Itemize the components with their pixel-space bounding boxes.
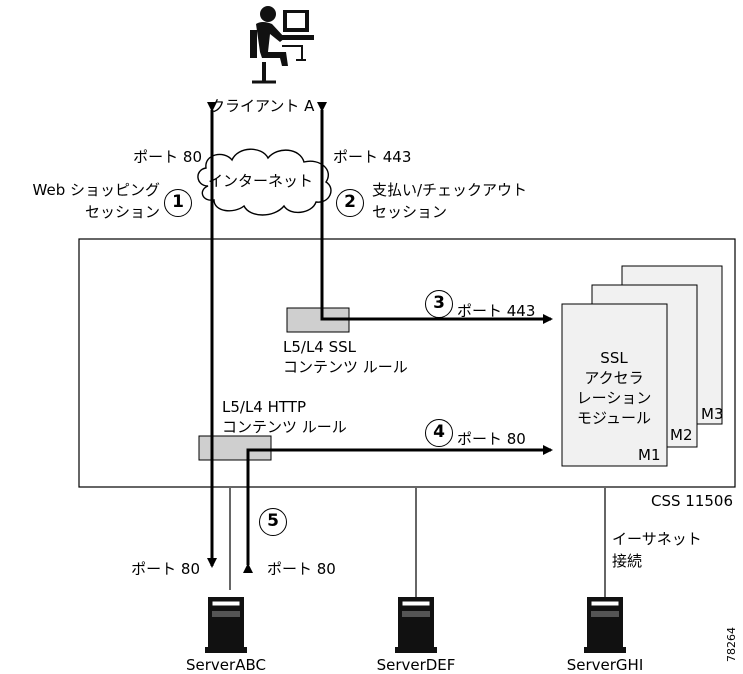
step-4-badge: 4 [425, 419, 453, 447]
checkout-session-line1: 支払い/チェックアウト [372, 181, 527, 199]
module-m3-label: M3 [701, 405, 724, 423]
checkout-session-line2: セッション [372, 203, 447, 221]
ssl-module-line2: アクセラ [565, 369, 663, 387]
ssl-module-line4: モジュール [565, 409, 663, 427]
server-def-label: ServerDEF [346, 656, 486, 674]
module-m1-label: M1 [638, 446, 661, 464]
client-label: クライアント A [210, 97, 314, 115]
ssl-module-line3: レーション [565, 389, 663, 407]
server-right-port-label: ポート 80 [267, 560, 336, 578]
flow3-port-label: ポート 443 [457, 302, 535, 320]
step-1-badge: 1 [164, 189, 192, 217]
http-rule-line2: コンテンツ ルール [222, 418, 347, 436]
client-port443-label: ポート 443 [333, 148, 411, 166]
module-m2-label: M2 [670, 426, 693, 444]
css-device-label: CSS 11506 [651, 492, 733, 510]
ethernet-line1: イーサネット [612, 530, 702, 548]
ssl-rule-line2: コンテンツ ルール [283, 358, 408, 376]
client-user-icon [250, 6, 314, 82]
server-def-icon [395, 597, 437, 653]
server-ghi-label: ServerGHI [535, 656, 675, 674]
server-abc-label: ServerABC [156, 656, 296, 674]
http-rule-line1: L5/L4 HTTP [222, 398, 306, 416]
web-shopping-session-line1: Web ショッピング [6, 181, 160, 199]
server-left-port-label: ポート 80 [100, 560, 200, 578]
ssl-rule-line1: L5/L4 SSL [283, 338, 356, 356]
server-abc-icon [205, 597, 247, 653]
ssl-module-line1: SSL [565, 349, 663, 367]
ethernet-line2: 接続 [612, 552, 642, 570]
step-2-badge: 2 [336, 189, 364, 217]
step-3-badge: 3 [425, 290, 453, 318]
http-content-rule-box [199, 436, 271, 460]
flow4-port-label: ポート 80 [457, 430, 526, 448]
web-shopping-session-line2: セッション [6, 203, 160, 221]
internet-label: インターネット [208, 172, 313, 190]
step-5-badge: 5 [259, 508, 287, 536]
server-ghi-icon [584, 597, 626, 653]
client-port80-label: ポート 80 [120, 148, 202, 166]
figure-id: 78264 [725, 627, 738, 662]
